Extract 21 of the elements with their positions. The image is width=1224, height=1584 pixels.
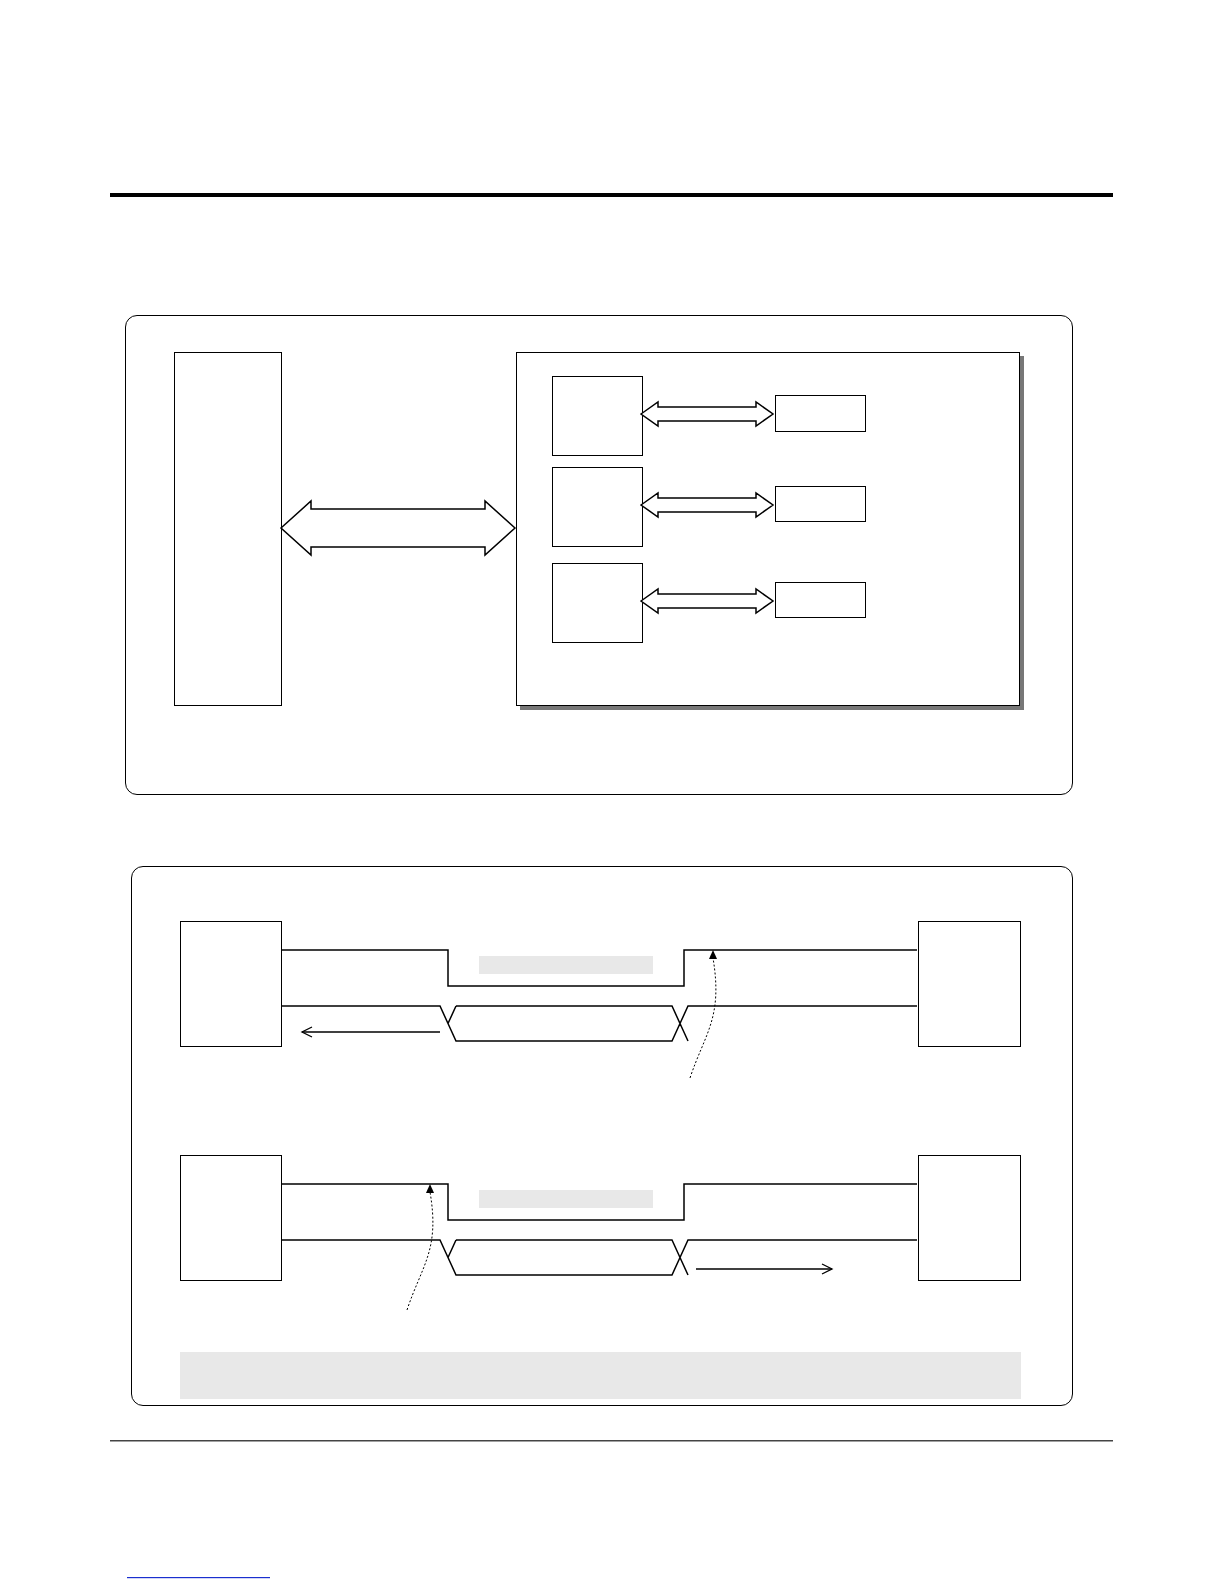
unit-block bbox=[552, 376, 643, 456]
panel-frame bbox=[125, 315, 1073, 795]
tall-block bbox=[174, 352, 282, 706]
signal-line bbox=[280, 949, 918, 987]
double-arrow bbox=[639, 400, 775, 428]
port-block bbox=[775, 582, 866, 618]
port-block bbox=[775, 486, 866, 522]
panel-frame bbox=[131, 866, 1073, 1406]
signal-line bbox=[280, 1183, 918, 1221]
bus-line bbox=[280, 1239, 918, 1276]
double-arrow bbox=[639, 491, 775, 519]
unit-block bbox=[552, 467, 643, 547]
device-block bbox=[918, 921, 1021, 1047]
device-block bbox=[918, 1155, 1021, 1281]
bus-line bbox=[280, 1005, 918, 1042]
port-block bbox=[775, 395, 866, 432]
device-block bbox=[180, 921, 282, 1047]
double-arrow bbox=[279, 499, 517, 557]
device-block bbox=[180, 1155, 282, 1281]
unit-block bbox=[552, 563, 643, 643]
double-arrow bbox=[639, 587, 775, 615]
